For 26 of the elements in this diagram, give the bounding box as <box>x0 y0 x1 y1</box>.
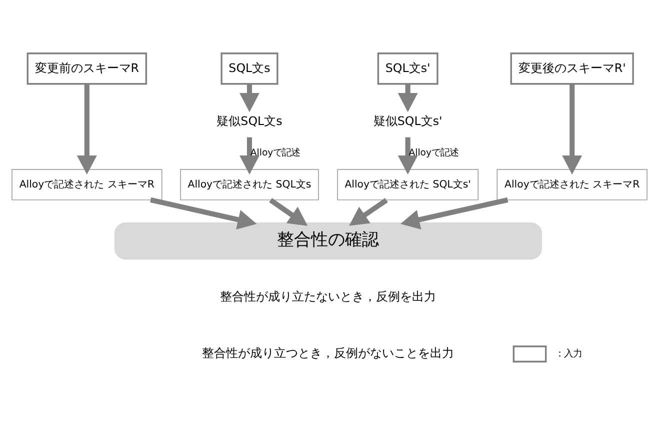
node-box: SQL文s <box>220 52 278 85</box>
node-text: 疑似SQL文s <box>216 114 282 128</box>
node-box: Alloyで記述された SQL文s <box>180 168 319 200</box>
arrow <box>349 198 388 226</box>
node-text: 疑似SQL文s' <box>373 114 442 128</box>
node-box: 整合性の確認 <box>114 222 542 260</box>
arrow <box>150 197 257 230</box>
node-box: Alloyで記述された スキーマR <box>12 168 162 200</box>
arrow <box>240 84 260 112</box>
node-box: 変更前のスキーマR <box>26 52 148 85</box>
node-box: Alloyで記述された SQL文s' <box>337 168 479 200</box>
arrow <box>400 197 508 230</box>
edge-label: Alloyで記述 <box>408 148 459 159</box>
arrow <box>398 84 418 112</box>
arrow <box>269 198 308 226</box>
arrow <box>398 137 418 174</box>
node-box: 変更後のスキーマR' <box>510 52 634 85</box>
arrow <box>240 137 260 174</box>
edge-label: Alloyで記述 <box>250 148 300 159</box>
label: 整合性が成り立つとき，反例がないことを出力 <box>202 346 454 360</box>
legend-label: ：入力 <box>555 348 582 360</box>
label: 整合性が成り立たないとき，反例を出力 <box>220 289 436 304</box>
node-box: SQL文s' <box>377 52 438 85</box>
arrow <box>562 84 582 175</box>
arrow <box>76 84 97 175</box>
node-box: Alloyで記述された スキーマR <box>496 168 648 200</box>
